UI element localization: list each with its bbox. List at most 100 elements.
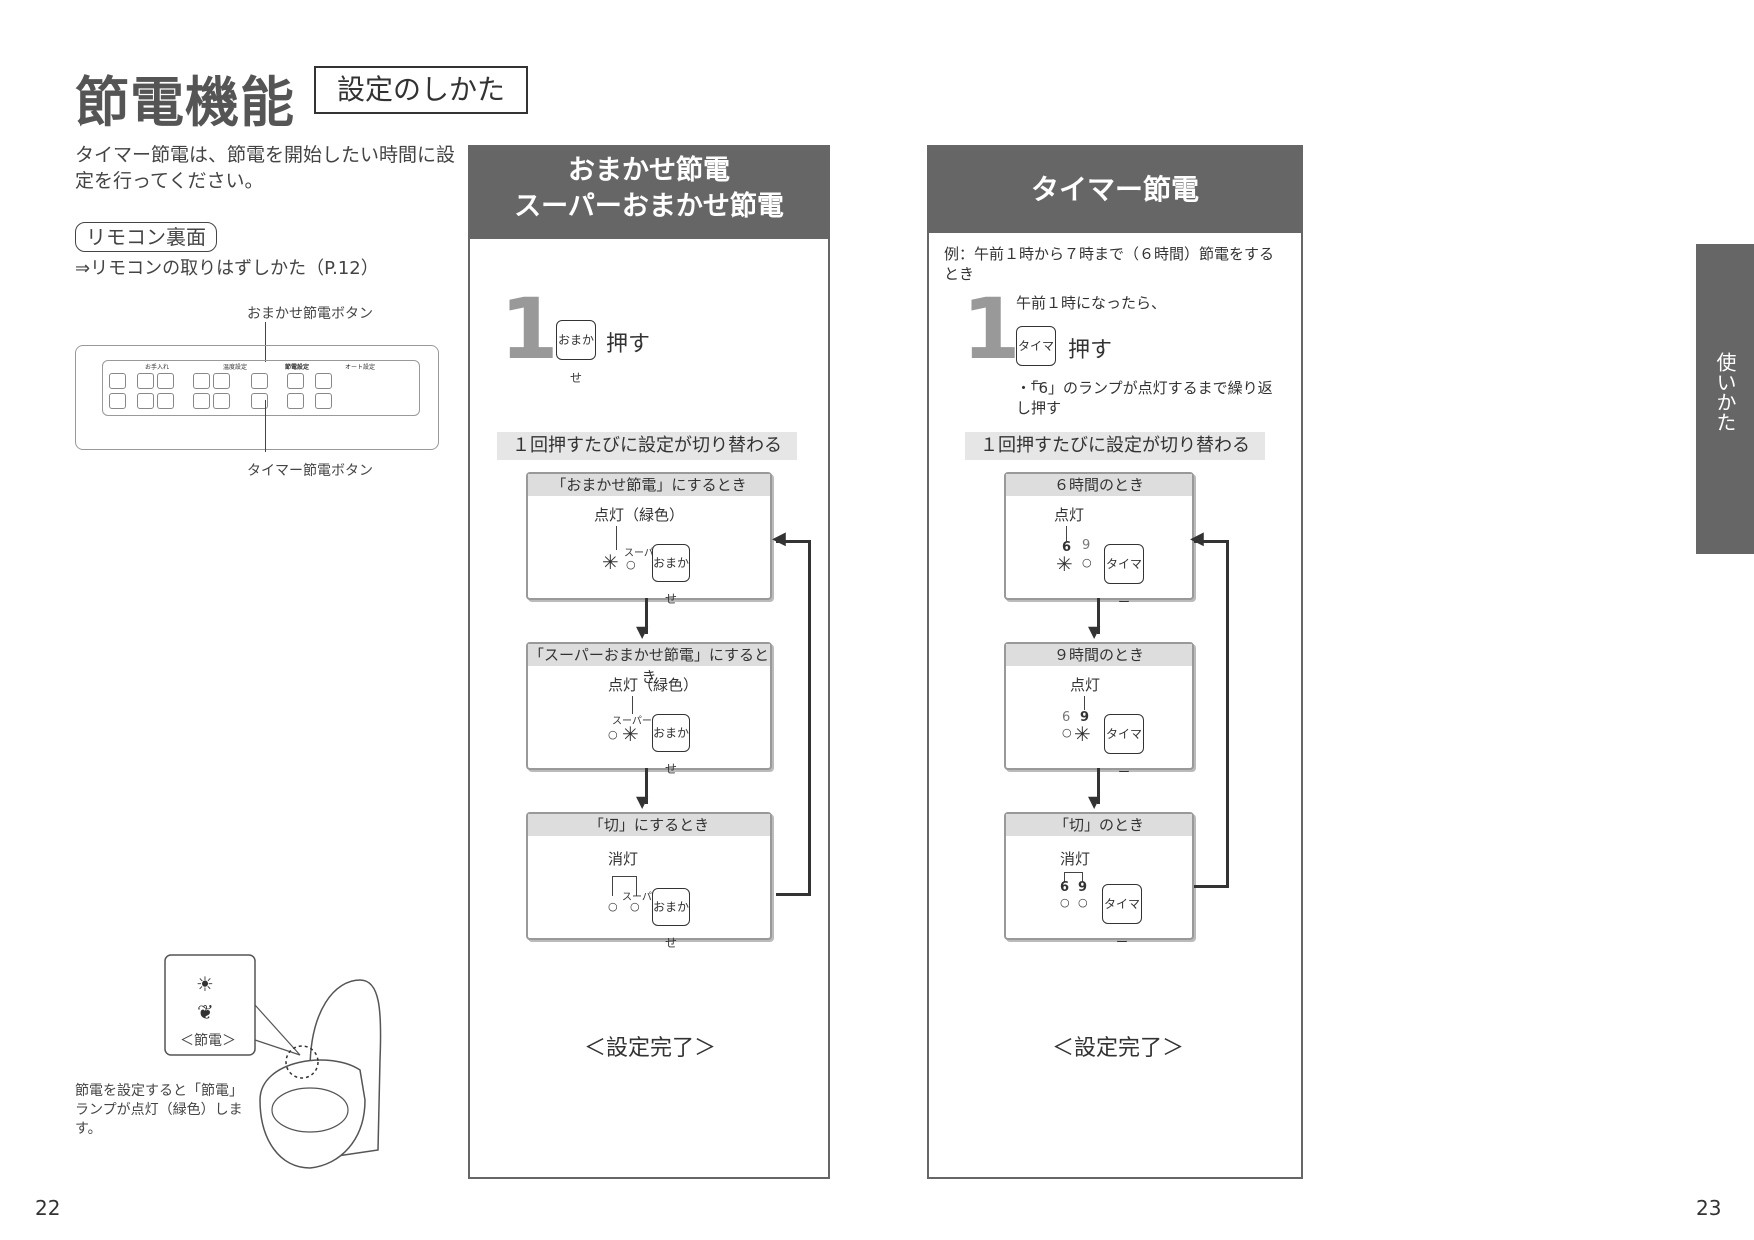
digit-6: 6 [1060,880,1070,895]
lamp-off-icon: ○ [1082,556,1092,569]
remote-key [213,393,230,409]
arrow-left-icon: ◀ [772,528,786,549]
timer-key: タイマー [1104,714,1144,779]
cycle-return-line [1194,540,1229,888]
lamp-lit-icon: ✳ [622,722,639,746]
flow-arrow-down [1097,598,1100,634]
timer-button-label: タイマー節電ボタン [247,463,373,479]
lamp-off-icon: ○ [608,728,618,741]
card-title: 「切」のとき [1006,814,1192,836]
remote-key [137,373,154,389]
lamp-lit-icon: ✳ [1074,722,1091,746]
lamp-off-icon: ○ [608,900,618,913]
lamp-off-icon: ○ [1062,726,1072,739]
digit-6: 6 [1062,540,1072,555]
intro-text: タイマー節電は、節電を開始したい時間に設定を行ってください。 [75,144,456,192]
cycle-return-line [776,540,811,896]
lamp-state: 点灯 [1070,676,1101,694]
sun-icon: ☀ [196,972,214,996]
digit-9: 9 [1082,538,1091,553]
timer-key: タイマー [1104,544,1144,609]
timer-done: ＜設定完了＞ [1052,1036,1185,1061]
super-label: スーパー [622,892,662,903]
timer-column-header: タイマー節電 [929,147,1301,233]
lamp-state: 消灯 [608,850,639,868]
card-title: ９時間のとき [1006,644,1192,666]
arrow-head-icon: ▼ [636,622,649,641]
omakase-card-3: 「切」にするとき 消灯 スーパー ○ ○ おまかせ [526,812,772,950]
toilet-caption: 節電を設定すると「節電」ランプが点灯（緑色）します。 [75,1083,243,1137]
digit-9: 9 [1080,710,1090,725]
lamp-leader [1066,526,1067,542]
super-label: スーパー [612,716,652,727]
setsuden-lamp-label: ＜節電＞ [180,1033,236,1049]
page-title: 節電機能 [75,71,295,134]
timer-setsuden-key [251,393,268,409]
remote-illustration: お手入れ 温度設定 節電設定 オート設定 [75,345,439,450]
page-number-left: 22 [35,1196,61,1220]
lamp-state: 点灯（緑色） [594,506,685,524]
card-title: ６時間のとき [1006,474,1192,496]
flow-arrow-down [1097,768,1100,804]
timer-step-number: 1 [962,280,1021,378]
remote-key [287,393,304,409]
lamp-leader [636,876,637,896]
arrow-head-icon: ▼ [636,792,649,811]
lamp-off-icon: ○ [626,558,636,571]
leader-line [265,400,266,452]
lamp-lit-icon: ✳ [602,550,619,574]
timer-key: タイマー [1102,884,1142,949]
card-title: 「切」にするとき [528,814,770,836]
omakase-card-2: 「スーパーおまかせ節電」にするとき 点灯（緑色） スーパー ○ ✳ おまかせ [526,642,772,776]
remote-key [157,393,174,409]
remote-key [137,393,154,409]
remote-back-tag: リモコン裏面 [75,222,217,252]
timer-cycle-band: １回押すたびに設定が切り替わる [965,432,1265,460]
digit-9: 9 [1078,880,1088,895]
remote-key [315,393,332,409]
timer-card-2: ９時間のとき 点灯 6 9 ○ ✳ タイマー [1004,642,1194,779]
remote-removal-ref: ⇒リモコンの取りはずしかた（P.12） [75,258,379,279]
timer-example: 例：午前１時から７時まで（６時間）節電をするとき [944,245,1275,283]
omakase-key: おまかせ [652,544,690,606]
omakase-setsuden-key [251,373,268,389]
lamp-off-icon: ○ [1078,896,1088,909]
timer-card-3: 「切」のとき 消灯 6 9 ○ ○ タイマー [1004,812,1194,949]
remote-key [109,393,126,409]
lamp-state: 点灯（緑色） [608,676,699,694]
omakase-cycle-band: １回押すたびに設定が切り替わる [497,432,797,460]
remote-key [157,373,174,389]
timer-card-1: ６時間のとき 点灯 6 9 ✳ ○ タイマー [1004,472,1194,609]
lamp-leader [612,876,613,896]
leaf-icon: ❦ [197,1000,214,1024]
lamp-leader [1082,872,1083,882]
side-tab-label: 使いかた [1713,352,1737,432]
omakase-key: おまかせ [652,714,690,776]
remote-panel: お手入れ 温度設定 節電設定 オート設定 [102,360,420,416]
omakase-key: おまかせ [652,888,690,950]
group-label: お手入れ [145,364,170,371]
digit-6: 6 [1062,710,1071,725]
remote-key [315,373,332,389]
side-tab: 使いかた [1696,244,1754,554]
omakase-done: ＜設定完了＞ [584,1036,717,1061]
arrow-head-icon: ▼ [1088,792,1101,811]
group-label: 節電設定 [285,364,310,371]
group-label: 温度設定 [223,364,248,371]
remote-key [193,373,210,389]
page-subtitle: 設定のしかた [314,66,528,114]
lamp-leader [1084,696,1085,710]
card-title: 「おまかせ節電」にするとき [528,474,770,496]
timer-note: ・「6」のランプが点灯するまで繰り返し押す [1016,379,1273,417]
remote-key [193,393,210,409]
lamp-off-icon: ○ [630,900,640,913]
omakase-column-header: おまかせ節電 スーパーおまかせ節電 [470,147,828,239]
lamp-leader [1064,872,1082,873]
omakase-step-action: 押す [606,332,651,357]
lamp-leader [612,876,636,877]
lamp-leader [632,696,633,714]
timer-key: タイマー [1016,326,1056,391]
lamp-leader [616,526,617,550]
leader-line [265,322,266,362]
group-label: オート設定 [345,364,376,371]
